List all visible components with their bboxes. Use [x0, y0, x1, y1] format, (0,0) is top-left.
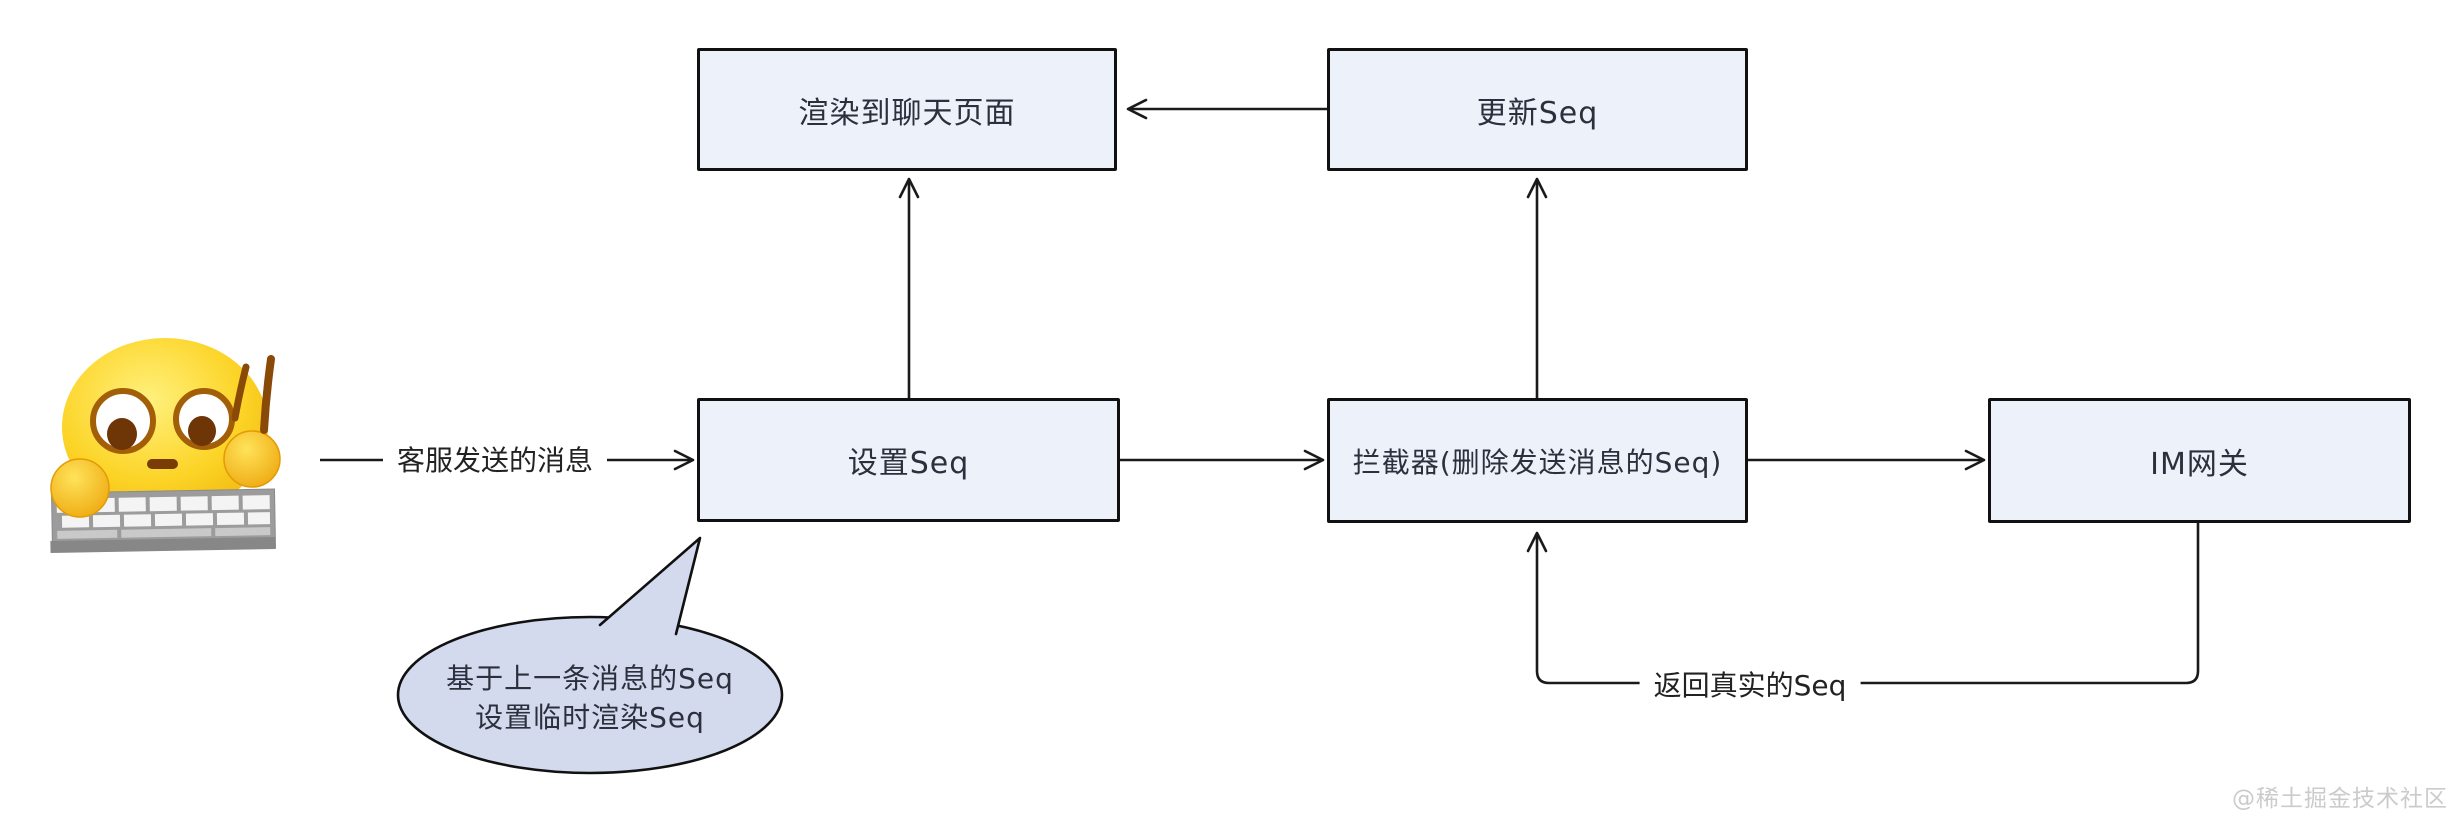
- emoji-left-pupil: [107, 418, 137, 450]
- node-update-seq: 更新Seq: [1327, 48, 1748, 171]
- edge-gateway-return: [1526, 523, 2200, 685]
- speech-bubble: [396, 536, 784, 775]
- node-interceptor: 拦截器(删除发送消息的Seq): [1327, 398, 1748, 523]
- emoji-right-pupil: [188, 416, 216, 446]
- motion-lines: [231, 355, 275, 434]
- panic-typing-emoji: [50, 338, 281, 553]
- emoji-left-hand: [50, 458, 110, 518]
- node-render-chat-page: 渲染到聊天页面: [697, 48, 1117, 171]
- node-im-gateway: IM网关: [1988, 398, 2411, 523]
- bubble-line-1: 基于上一条消息的Seq: [446, 662, 734, 695]
- emoji-right-hand: [223, 430, 281, 488]
- emoji-face: [62, 338, 268, 516]
- speech-bubble-text: 基于上一条消息的Seq 设置临时渲染Seq: [398, 659, 782, 737]
- node-set-seq: 设置Seq: [697, 398, 1120, 522]
- edge-label-send-message: 客服发送的消息: [382, 437, 608, 481]
- emoji-mouth: [147, 459, 178, 469]
- bubble-line-2: 设置临时渲染Seq: [475, 701, 705, 734]
- watermark: @稀土掘金技术社区: [2232, 786, 2448, 812]
- keyboard: [50, 488, 277, 553]
- edge-label-return-seq: 返回真实的Seq: [1639, 662, 1861, 706]
